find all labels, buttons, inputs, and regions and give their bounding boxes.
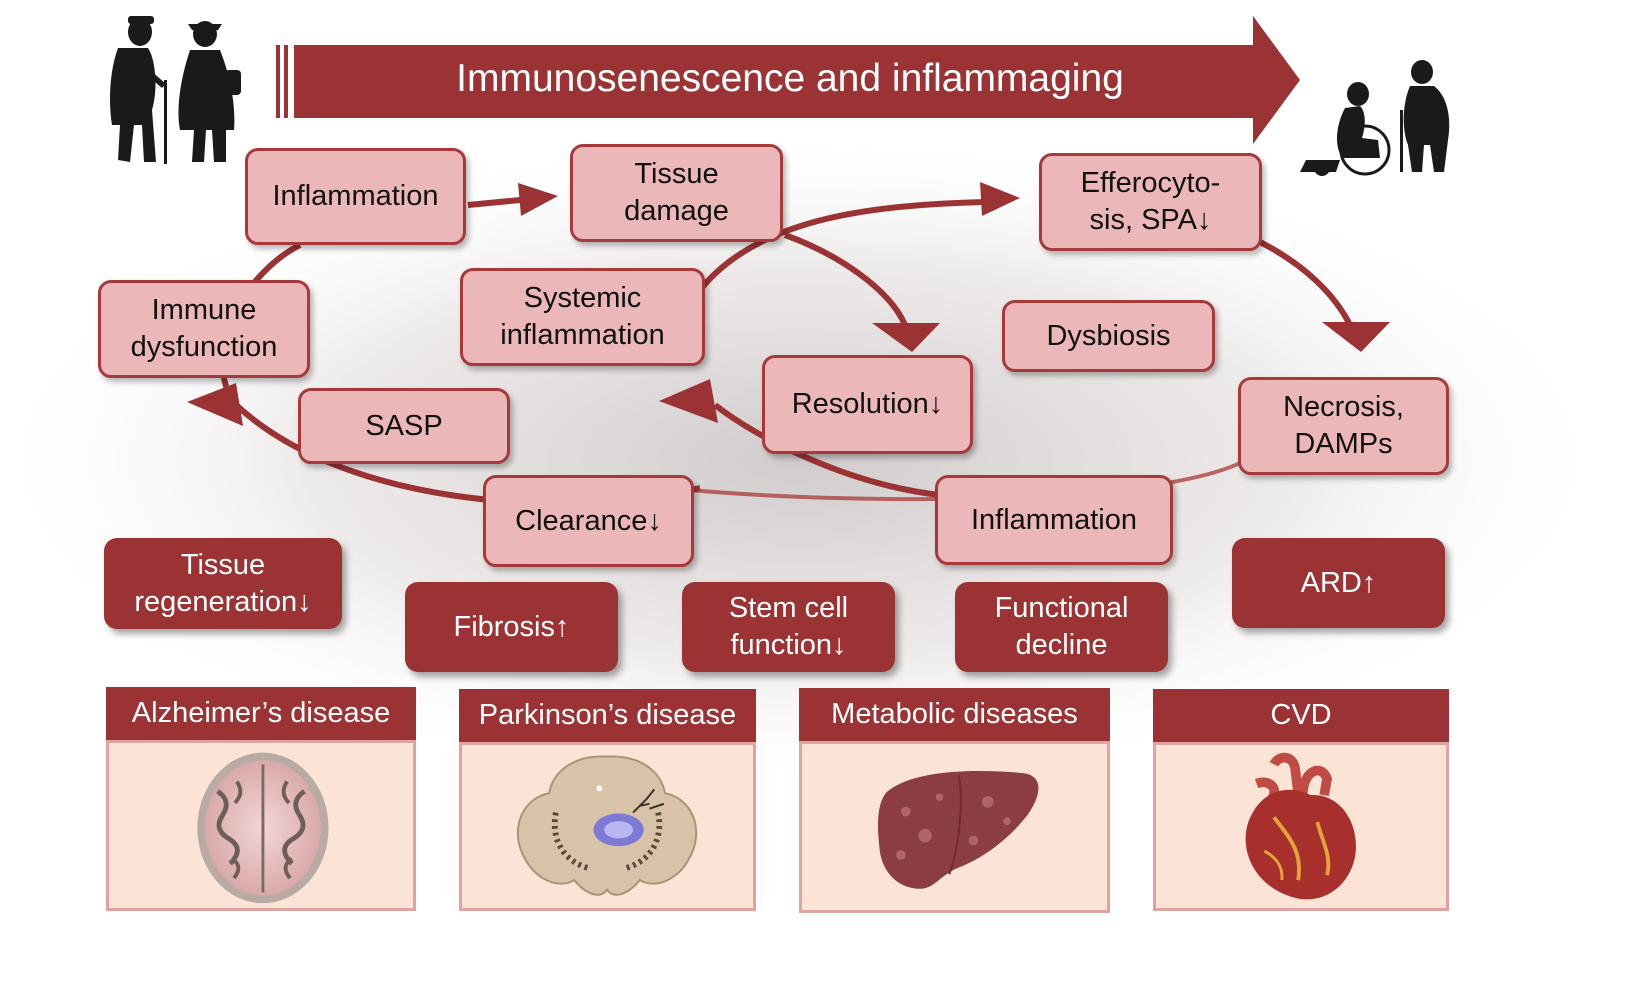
disease-title: Alzheimer’s disease <box>106 687 416 740</box>
elderly-wheelchair-silhouette <box>1300 60 1450 176</box>
box-dysbiosis: Dysbiosis <box>1002 300 1215 372</box>
arrow-efferocytosis-to-necrosis <box>1258 239 1353 327</box>
disease-panel-alzheimers: Alzheimer’s disease <box>106 687 416 911</box>
box-immune-dysfunction: Immune dysfunction <box>98 280 310 378</box>
banner-arrow <box>276 16 1300 144</box>
outcome-tissue-regeneration: Tissue regeneration↓ <box>104 538 342 629</box>
arrow-damage-to-resolution <box>783 232 908 327</box>
banner-title: Immunosenescence and inflammaging <box>456 57 1124 100</box>
arrow-inflammation-to-damage-head <box>518 183 558 216</box>
heart-icon <box>1245 752 1356 900</box>
middle-cycle-loop <box>697 199 986 292</box>
disease-panel-cvd: CVD <box>1153 689 1449 911</box>
brain-icon <box>197 752 329 904</box>
box-sasp: SASP <box>298 388 510 464</box>
elderly-couple-silhouette <box>110 16 241 164</box>
box-necrosis: Necrosis, DAMPs <box>1238 377 1449 475</box>
middle-cycle-return <box>713 402 941 498</box>
liver-icon <box>878 770 1039 889</box>
box-systemic-inflammation: Systemic inflammation <box>460 268 705 366</box>
box-resolution: Resolution↓ <box>762 355 973 454</box>
outcome-functional-decline: Functional decline <box>955 582 1168 672</box>
disease-title: Parkinson’s disease <box>459 689 756 742</box>
middle-cycle-arrowhead-left <box>659 379 718 423</box>
box-efferocytosis: Efferocyto- sis, SPA↓ <box>1039 153 1262 251</box>
arrow-efferocytosis-to-necrosis-head <box>1322 322 1390 352</box>
midbrain-icon <box>516 755 698 896</box>
outcome-stem-cell: Stem cell function↓ <box>682 582 895 672</box>
arrow-damage-to-resolution-head <box>872 323 940 352</box>
box-inflammation-bottom: Inflammation <box>935 475 1173 565</box>
left-cycle-arrowhead <box>187 383 243 426</box>
box-clearance: Clearance↓ <box>483 475 694 567</box>
outcome-ard: ARD↑ <box>1232 538 1445 628</box>
disease-title: CVD <box>1153 689 1449 742</box>
middle-cycle-arrowhead-top <box>980 182 1020 216</box>
disease-title: Metabolic diseases <box>799 688 1110 741</box>
box-tissue-damage: Tissue damage <box>570 144 783 242</box>
outcome-fibrosis: Fibrosis↑ <box>405 582 618 672</box>
box-inflammation-top: Inflammation <box>245 148 466 245</box>
disease-panel-parkinsons: Parkinson’s disease <box>459 689 756 911</box>
disease-panel-metabolic: Metabolic diseases <box>799 688 1110 913</box>
arrow-inflammation-to-damage <box>467 197 521 208</box>
